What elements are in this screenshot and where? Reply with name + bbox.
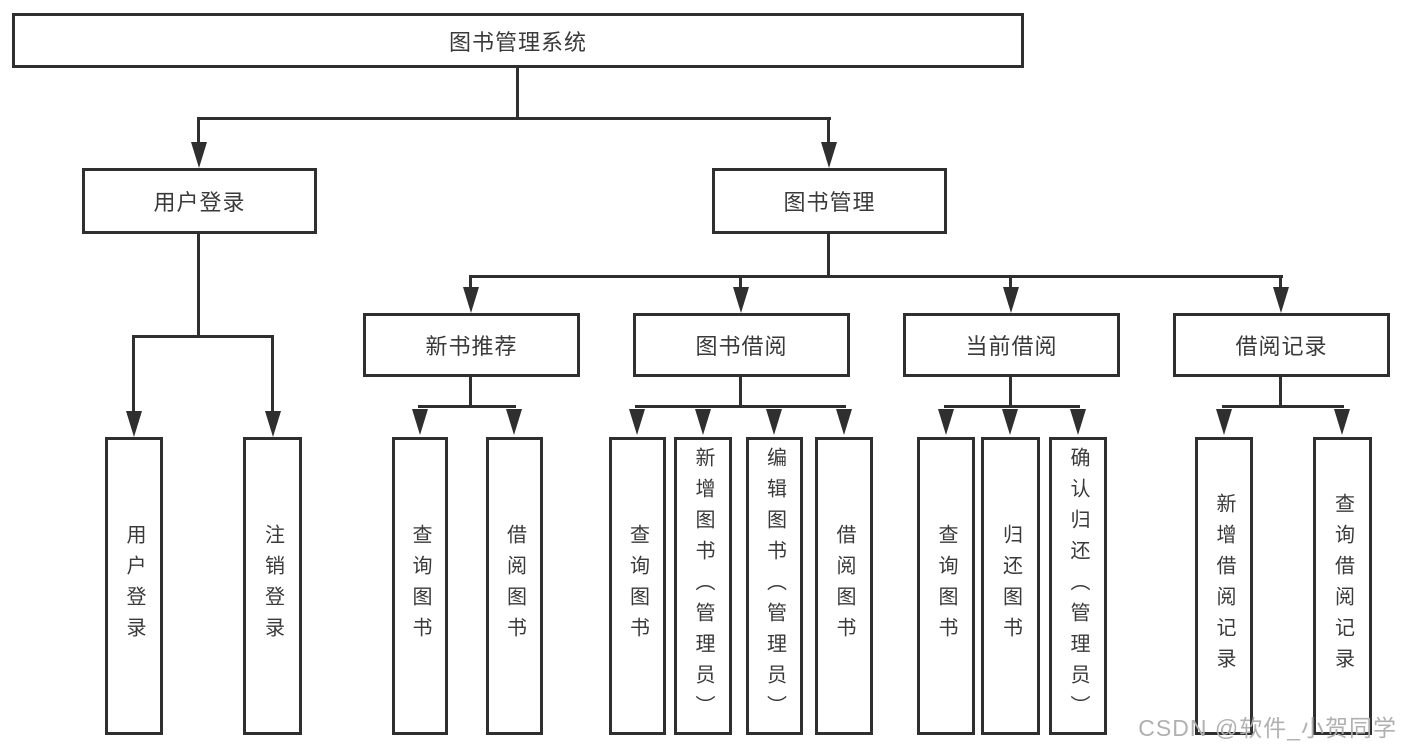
arrowhead-login-leaf-1 — [126, 411, 142, 437]
arrowhead-recommend-leaf-1 — [412, 409, 428, 435]
arrowhead-borrowing-leaf-1 — [629, 409, 645, 435]
edge-stem-login-leaf-2 — [271, 335, 274, 413]
arrowhead-recommend-leaf-2 — [506, 409, 522, 435]
leaf-label: 归还图书 — [999, 524, 1022, 648]
node-book-borrowing: 图书借阅 — [633, 313, 850, 377]
arrowhead-records-leaf-2 — [1334, 409, 1350, 435]
leaf-user-login: 用户登录 — [105, 437, 163, 735]
arrowhead-book-mgmt — [821, 142, 837, 168]
edge-borrowing-stem — [739, 377, 742, 408]
edge-root-crossbar — [197, 117, 831, 120]
edge-stem-book-mgmt — [827, 117, 830, 145]
leaf-label: 新增借阅记录 — [1213, 493, 1235, 679]
arrowhead-user-login — [191, 142, 207, 168]
edge-stem-user-login — [197, 117, 200, 145]
arrowhead-current-leaf-3 — [1070, 409, 1086, 435]
arrowhead-section-2 — [733, 287, 749, 313]
edge-borrowing-crossbar — [635, 405, 846, 408]
node-label: 图书管理 — [783, 190, 876, 215]
edge-current-stem — [1009, 377, 1012, 408]
leaf-label: 编辑图书（管理员） — [763, 446, 786, 726]
arrowhead-section-4 — [1273, 287, 1289, 313]
edge-book-mgmt-crossbar — [469, 275, 1283, 278]
leaf-add-borrow-record: 新增借阅记录 — [1195, 437, 1253, 735]
leaf-label: 借阅图书 — [503, 524, 526, 648]
edge-stem-section-1 — [469, 275, 472, 289]
arrowhead-borrowing-leaf-4 — [836, 409, 852, 435]
edge-stem-section-4 — [1279, 275, 1282, 289]
node-label: 借阅记录 — [1235, 334, 1328, 359]
node-user-login-branch: 用户登录 — [82, 168, 317, 234]
edge-records-stem — [1279, 377, 1282, 408]
leaf-add-book-admin: 新增图书（管理员） — [674, 437, 732, 735]
leaf-label: 确认归还（管理员） — [1067, 446, 1089, 726]
arrowhead-current-leaf-2 — [1002, 409, 1018, 435]
arrowhead-section-3 — [1003, 287, 1019, 313]
edge-user-login-stem — [197, 234, 200, 338]
edge-user-login-crossbar — [132, 335, 274, 338]
csdn-watermark: CSDN @软件_小贺同学 — [1138, 715, 1397, 741]
leaf-label: 借阅图书 — [833, 524, 855, 648]
edge-root-stem — [516, 68, 519, 120]
leaf-label: 查询图书 — [935, 524, 957, 648]
edge-current-crossbar — [944, 405, 1080, 408]
node-current-borrowing: 当前借阅 — [903, 313, 1120, 377]
edge-stem-section-3 — [1009, 275, 1012, 289]
leaf-label: 注销登录 — [261, 524, 284, 648]
node-label: 图书借阅 — [695, 334, 788, 359]
edge-recommend-stem — [469, 377, 472, 408]
node-label: 图书管理系统 — [448, 29, 587, 55]
leaf-borrowing-borrow-book: 借阅图书 — [815, 437, 873, 735]
leaf-label: 查询图书 — [409, 524, 431, 648]
leaf-label: 查询借阅记录 — [1331, 493, 1354, 679]
arrowhead-records-leaf-1 — [1216, 409, 1232, 435]
node-label: 新书推荐 — [425, 334, 518, 359]
leaf-recommend-borrow-book: 借阅图书 — [486, 437, 543, 735]
node-book-mgmt-branch: 图书管理 — [712, 168, 947, 234]
leaf-label: 用户登录 — [123, 524, 145, 648]
node-library-management-system: 图书管理系统 — [12, 13, 1024, 68]
leaf-query-borrow-record: 查询借阅记录 — [1313, 437, 1372, 735]
node-new-book-recommend: 新书推荐 — [363, 313, 580, 377]
node-label: 用户登录 — [153, 190, 246, 215]
node-borrowing-records: 借阅记录 — [1173, 313, 1390, 377]
arrowhead-current-leaf-1 — [938, 409, 954, 435]
leaf-label: 查询图书 — [626, 524, 649, 648]
leaf-edit-book-admin: 编辑图书（管理员） — [746, 437, 803, 735]
leaf-return-book: 归还图书 — [981, 437, 1040, 735]
arrowhead-login-leaf-2 — [265, 411, 281, 437]
edge-recommend-crossbar — [418, 405, 516, 408]
arrowhead-borrowing-leaf-3 — [766, 409, 782, 435]
leaf-logout: 注销登录 — [243, 437, 302, 735]
leaf-current-query-book: 查询图书 — [917, 437, 975, 735]
arrowhead-borrowing-leaf-2 — [695, 409, 711, 435]
node-label: 当前借阅 — [965, 334, 1058, 359]
leaf-recommend-query-book: 查询图书 — [392, 437, 448, 735]
leaf-confirm-return-admin: 确认归还（管理员） — [1049, 437, 1107, 735]
arrowhead-section-1 — [463, 287, 479, 313]
leaf-label: 新增图书（管理员） — [692, 446, 714, 726]
edge-stem-section-2 — [739, 275, 742, 289]
edge-book-mgmt-stem — [827, 234, 830, 278]
edge-records-crossbar — [1222, 405, 1344, 408]
leaf-borrowing-query-book: 查询图书 — [609, 437, 666, 735]
edge-stem-login-leaf-1 — [132, 335, 135, 413]
